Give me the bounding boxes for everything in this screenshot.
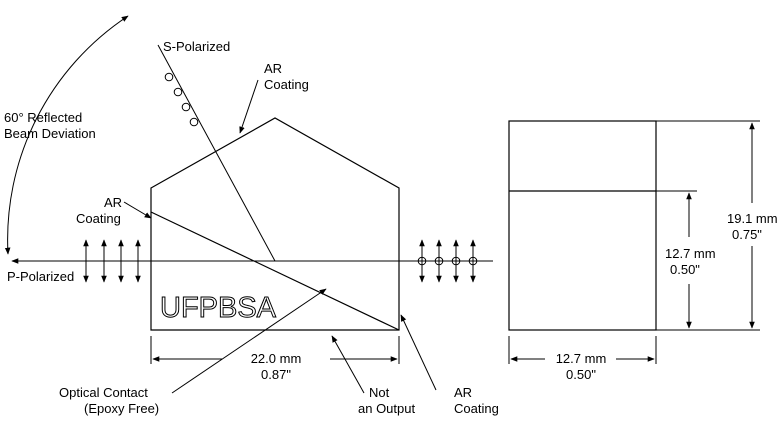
optical-contact-label-2: (Epoxy Free): [84, 401, 159, 416]
deviation-label-2: Beam Deviation: [4, 126, 96, 141]
ar-coating-top-label-2: Coating: [264, 77, 309, 92]
optical-contact-leader: [171, 288, 327, 394]
cube-height-in-label: 0.50": [670, 262, 700, 277]
not-output-leader: [331, 335, 365, 394]
ar-coating-left-label-2: Coating: [76, 211, 121, 226]
side-width-mm-label: 12.7 mm: [556, 351, 607, 366]
side-width-in-label: 0.50": [566, 367, 596, 382]
ar-top-leader: [239, 79, 259, 134]
width-mm-label: 22.0 mm: [251, 351, 302, 366]
prism-side-view: [508, 120, 657, 331]
s-polarized-beam: [157, 44, 276, 262]
width-in-label: 0.87": [261, 367, 291, 382]
total-height-mm-label: 19.1 mm: [727, 211, 778, 226]
part-number-label: UFPBSA: [160, 292, 277, 324]
ar-coating-left-label-1: AR: [104, 195, 122, 210]
s-polarized-label: S-Polarized: [163, 39, 230, 54]
ar-coating-bottom-label-1: AR: [454, 385, 472, 400]
ar-bottom-leader: [400, 314, 437, 391]
cube-height-mm-label: 12.7 mm: [665, 246, 716, 261]
not-output-label-1: Not: [369, 385, 390, 400]
input-polarization-markers: [417, 239, 478, 283]
prism-front-view: [150, 117, 400, 331]
hypotenuse-interface: [150, 211, 400, 331]
ar-coating-top-label-1: AR: [264, 61, 282, 76]
deviation-label-1: 60° Reflected: [4, 110, 82, 125]
optical-contact-label-1: Optical Contact: [59, 385, 148, 400]
ar-coating-bottom-label-2: Coating: [454, 401, 499, 416]
s-polarization-markers: [164, 72, 199, 127]
ar-left-leader: [123, 201, 152, 219]
total-height-in-label: 0.75": [732, 227, 762, 242]
deviation-arc: [4, 15, 129, 255]
not-output-label-2: an Output: [358, 401, 415, 416]
p-polarized-label: P-Polarized: [7, 269, 74, 284]
